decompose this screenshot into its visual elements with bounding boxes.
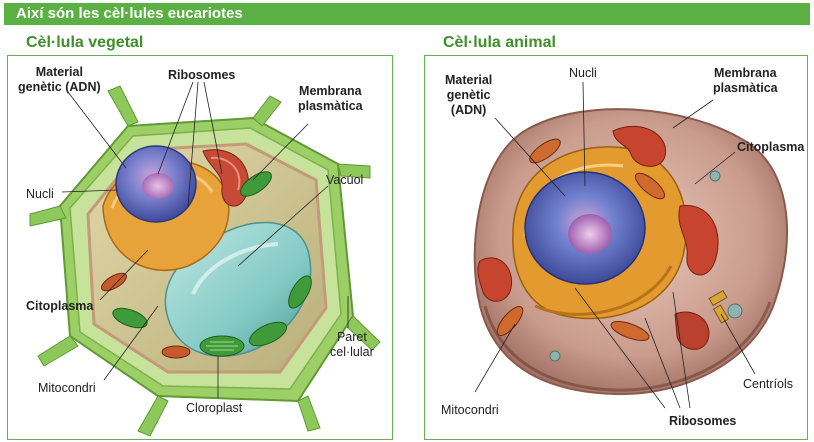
plant-cell-panel: Material genètic (ADN) Ribosomes Membran…	[7, 55, 393, 440]
animal-label-ribosomes: Ribosomes	[669, 414, 737, 428]
plant-label-genetic-material: Material genètic (ADN)	[18, 65, 101, 94]
plant-label-cell-wall: Paret cel·lular	[330, 330, 374, 359]
animal-label-nucleus: Nucli	[569, 66, 597, 80]
animal-label-cytoplasm: Citoplasma	[737, 140, 805, 154]
animal-nucleolus	[568, 214, 612, 254]
plant-panel-title: Cèl·lula vegetal	[26, 34, 144, 51]
animal-vesicles	[549, 170, 743, 362]
plant-mitochondria	[101, 272, 191, 359]
chloroplasts	[112, 171, 312, 357]
animal-panel-title: Cèl·lula animal	[443, 34, 556, 51]
plant-leader-lines	[61, 81, 349, 398]
plant-golgi	[202, 149, 249, 207]
animal-cell-illustration	[473, 81, 789, 409]
plant-label-plasma-membrane: Membrana plasmàtica	[298, 84, 363, 113]
plant-nucleolus	[142, 173, 174, 199]
plant-label-ribosomes: Ribosomes	[168, 68, 236, 82]
plant-label-mitochondrion: Mitocondri	[38, 381, 96, 395]
animal-leader-lines	[474, 81, 756, 409]
animal-label-plasma-membrane: Membrana plasmàtica	[713, 66, 778, 95]
animal-cell-panel: Material genètic (ADN) Nucli Membrana pl…	[424, 55, 808, 440]
plant-label-vacuole: Vacúol	[326, 173, 364, 187]
header-bar: Així són les cèl·lules eucariotes	[4, 3, 810, 25]
header-title: Així són les cèl·lules eucariotes	[16, 5, 243, 22]
plant-label-cytoplasm: Citoplasma	[26, 299, 94, 313]
plant-label-chloroplast: Cloroplast	[186, 401, 243, 415]
animal-label-centrioles: Centríols	[743, 377, 794, 391]
plant-label-nucleus: Nucli	[26, 187, 54, 201]
animal-label-genetic-material: Material genètic (ADN)	[445, 73, 493, 117]
animal-mitochondria	[496, 138, 666, 341]
plant-cell-illustration	[29, 81, 381, 437]
animal-label-mitochondrion: Mitocondri	[441, 403, 499, 417]
